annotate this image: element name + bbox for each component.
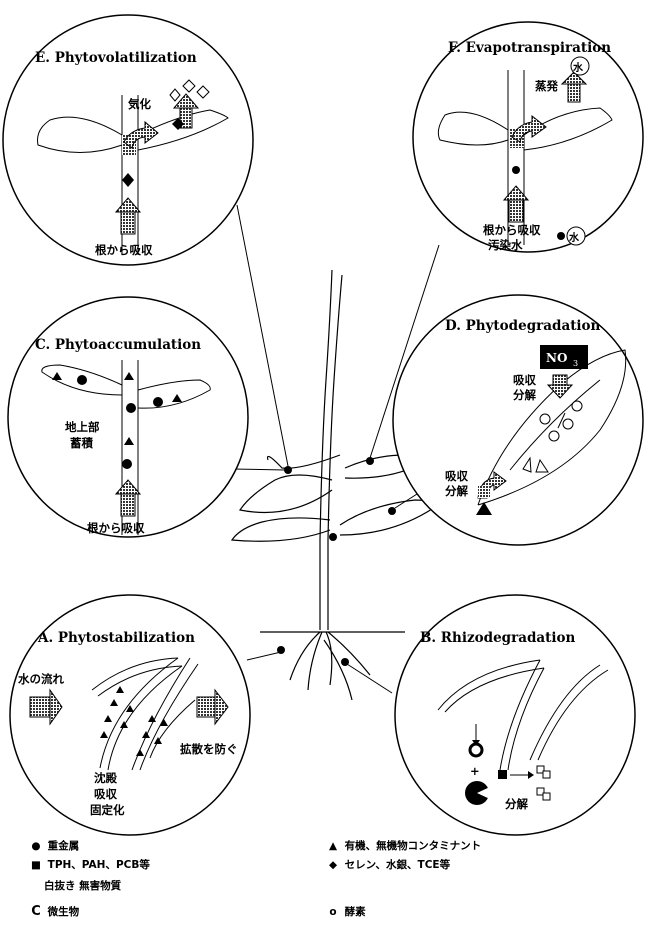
panel-c-phytoaccumulation: C. Phytoaccumulation 地上部 蓄積 根から吸収 xyxy=(8,297,248,537)
panel-c-title: C. Phytoaccumulation xyxy=(35,337,201,353)
panel-d-phytodegradation: D. Phytodegradation NO 3 吸収 分解 吸収 分解 xyxy=(393,295,643,545)
circle-icon: ● xyxy=(28,840,44,852)
legend-selenium: ◆ セレン、水銀、TCE等 xyxy=(325,857,450,872)
legend-label: 有機、無機物コンタミナント xyxy=(345,840,482,852)
panel-c-accumulation-label: 蓄積 xyxy=(70,436,93,450)
legend-enzyme: o 酵素 xyxy=(325,904,366,919)
legend-hollow: 白抜き 無害物質 xyxy=(44,878,121,893)
legend-microbe: C 微生物 xyxy=(28,904,79,919)
panel-d-nitrate-label: NO xyxy=(546,351,567,365)
legend-heavy-metal: ● 重金属 xyxy=(28,838,79,853)
panel-b-decompose-label: 分解 xyxy=(505,797,528,811)
panel-d-nitrate-subscript: 3 xyxy=(573,359,578,368)
legend-label: 酵素 xyxy=(345,906,366,918)
panel-b-plus: + xyxy=(470,764,480,778)
panel-f-evaporate-label: 蒸発 xyxy=(535,79,558,93)
panel-f-water-bottom: 水 xyxy=(568,231,580,244)
panel-b-title: B. Rhizodegradation xyxy=(420,630,576,646)
legend-label: 白抜き 無害物質 xyxy=(44,880,121,892)
panel-f-root-uptake-label: 根から吸収 xyxy=(483,223,541,237)
square-icon: ■ xyxy=(28,859,44,871)
panel-d-absorb-label-1: 吸収 xyxy=(513,373,536,387)
legend-organic-inorganic: ▲ 有機、無機物コンタミナント xyxy=(325,838,481,853)
enzyme-icon: o xyxy=(325,906,341,918)
microbe-icon: C xyxy=(28,904,44,919)
panel-b-rhizodegradation: B. Rhizodegradation + 分解 xyxy=(395,595,635,835)
panel-a-prevent-spread-label: 拡散を防ぐ xyxy=(180,742,238,756)
panel-a-phytostabilization: A. Phytostabilization 水の流れ 沈殿 吸収 固定化 拡散を… xyxy=(10,595,250,835)
panel-c-aboveground-label: 地上部 xyxy=(65,420,100,434)
panel-c-root-uptake-label: 根から吸収 xyxy=(87,521,145,535)
panel-d-decompose-label-1: 分解 xyxy=(513,388,536,402)
panel-a-immobilize-label: 固定化 xyxy=(90,803,125,817)
diamond-icon: ◆ xyxy=(325,859,341,871)
panel-a-absorb-label: 吸収 xyxy=(94,787,117,801)
triangle-icon: ▲ xyxy=(325,840,341,852)
panel-d-absorb-label-2: 吸収 xyxy=(445,469,468,483)
panel-d-title: D. Phytodegradation xyxy=(445,318,601,334)
panel-a-title: A. Phytostabilization xyxy=(37,630,195,646)
legend-tph: ■ TPH、PAH、PCB等 xyxy=(28,857,150,872)
panel-e-vaporize-label: 気化 xyxy=(128,97,151,111)
panel-e-phytovolatilization: E. Phytovolatilization 気化 根から吸収 xyxy=(3,15,253,265)
panel-d-decompose-label-2: 分解 xyxy=(445,484,468,498)
legend-label: TPH、PAH、PCB等 xyxy=(48,859,150,871)
panel-f-title: F. Evapotranspiration xyxy=(448,40,611,56)
panel-f-water-top: 水 xyxy=(572,61,584,74)
central-plant xyxy=(232,270,438,700)
panel-e-title: E. Phytovolatilization xyxy=(35,50,197,66)
legend-label: 重金属 xyxy=(48,840,80,852)
panel-e-root-uptake-label: 根から吸収 xyxy=(95,243,153,257)
panel-f-evapotranspiration: F. Evapotranspiration 水 水 蒸発 根から吸収 汚染水 xyxy=(413,22,643,252)
panel-f-contaminated-water-label: 汚染水 xyxy=(488,238,523,252)
panel-a-water-flow-label: 水の流れ xyxy=(18,672,64,686)
panel-a-precipitate-label: 沈殿 xyxy=(94,771,117,785)
legend-label: セレン、水銀、TCE等 xyxy=(345,859,450,871)
legend-label: 微生物 xyxy=(48,906,80,918)
